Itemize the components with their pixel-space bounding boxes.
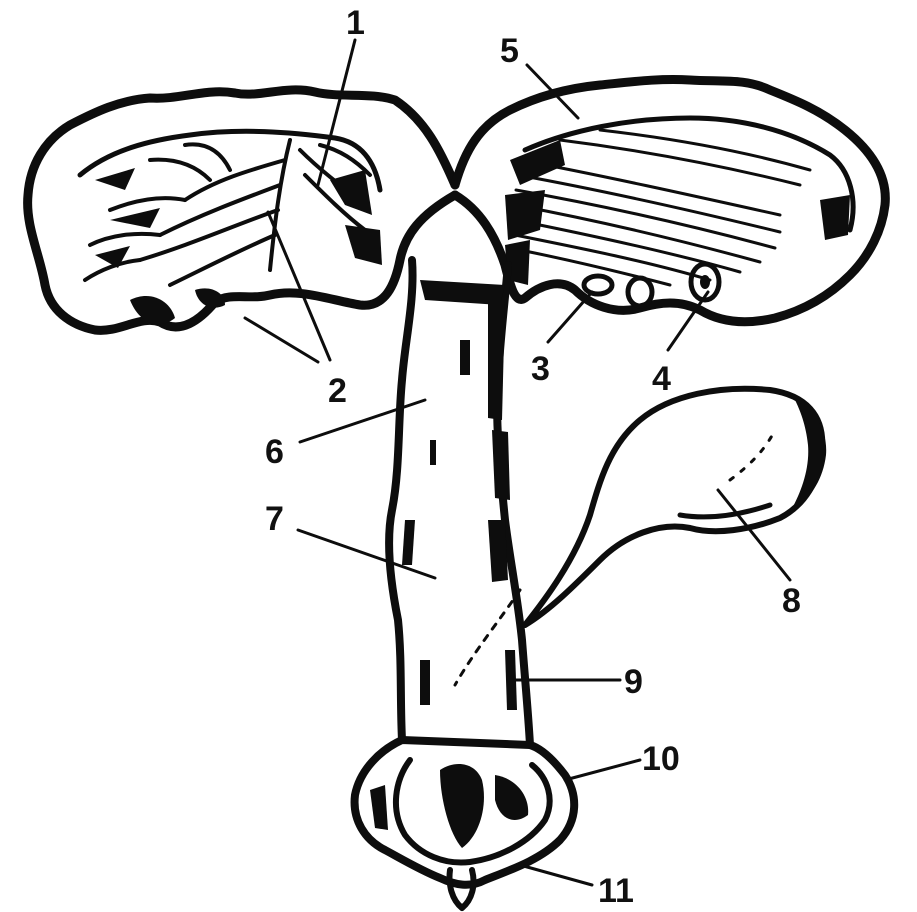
leader-line-3 (548, 292, 592, 342)
left-lobe-vessels (85, 140, 370, 285)
leader-line-11 (520, 865, 592, 885)
callout-7: 7 (265, 500, 284, 538)
callout-3: 3 (531, 350, 550, 388)
leader-line-6 (300, 400, 425, 442)
side-pouch-stipple (730, 430, 775, 480)
leader-line-2b (245, 318, 318, 362)
callout-10: 10 (642, 740, 680, 778)
central-stem-shading (402, 280, 517, 710)
callout-5: 5 (500, 32, 519, 70)
leader-line-8 (718, 490, 790, 580)
callout-8: 8 (782, 582, 801, 620)
callout-6: 6 (265, 433, 284, 471)
leader-line-10 (565, 760, 640, 780)
leader-line-1 (318, 40, 355, 185)
central-stem-left-edge (389, 260, 412, 740)
callout-9: 9 (624, 663, 643, 701)
left-lobe-outline (28, 90, 455, 330)
right-lobe-inner-edge (525, 118, 853, 230)
bottom-tip (450, 870, 474, 908)
right-lobe-small-structures (584, 264, 719, 306)
callout-2: 2 (328, 372, 347, 410)
side-pouch (525, 389, 822, 625)
side-pouch-inner-line (680, 505, 770, 517)
callout-11: 11 (598, 872, 634, 910)
callout-1: 1 (346, 4, 365, 42)
side-pouch-shading (790, 400, 826, 512)
leader-line-7 (298, 530, 435, 578)
callout-4: 4 (652, 360, 671, 398)
